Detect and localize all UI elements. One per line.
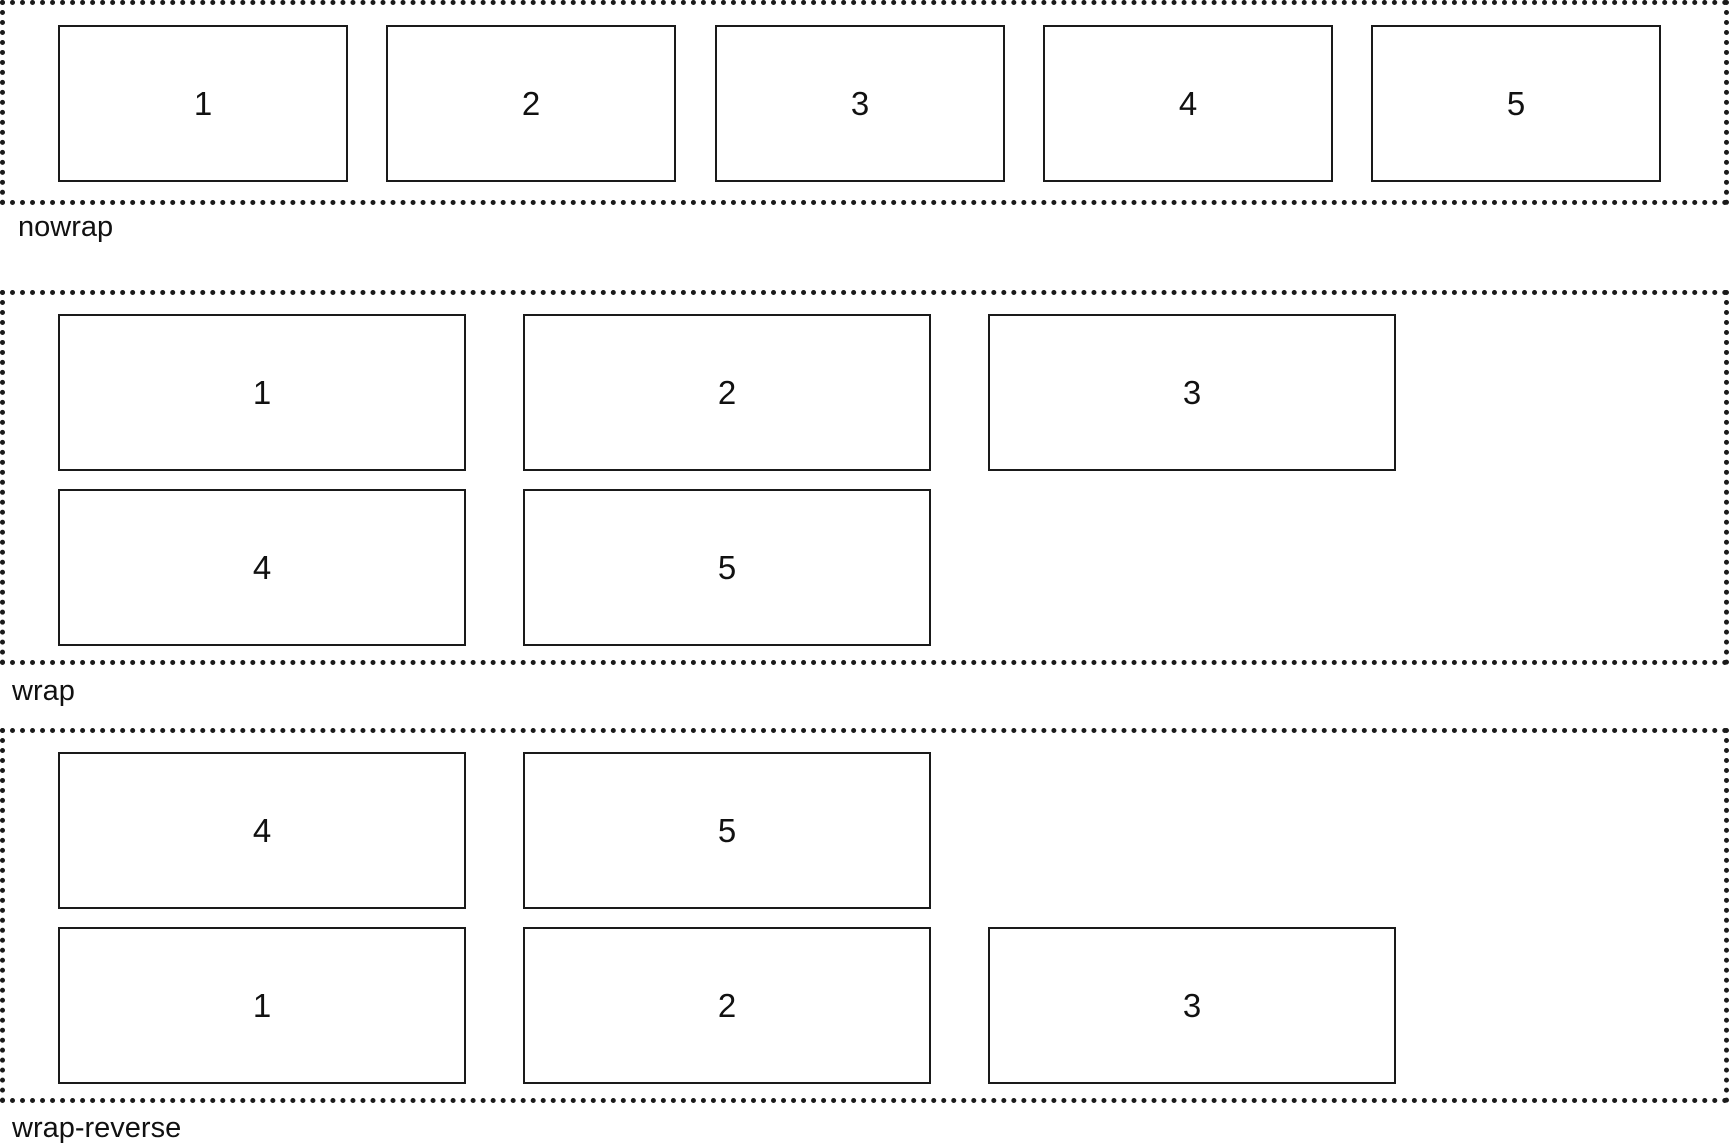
wrap-container bbox=[0, 290, 1729, 665]
wrap-reverse-container bbox=[0, 728, 1729, 1103]
wrap-reverse-item-1: 1 bbox=[58, 927, 466, 1084]
nowrap-item-4: 4 bbox=[1043, 25, 1333, 182]
nowrap-container bbox=[0, 0, 1729, 205]
wrap-item-3: 3 bbox=[988, 314, 1396, 471]
nowrap-item-2: 2 bbox=[386, 25, 676, 182]
wrap-reverse-item-2: 2 bbox=[523, 927, 931, 1084]
wrap-reverse-item-4: 4 bbox=[58, 752, 466, 909]
wrap-reverse-label: wrap-reverse bbox=[12, 1112, 182, 1144]
wrap-label: wrap bbox=[12, 675, 75, 707]
wrap-item-4: 4 bbox=[58, 489, 466, 646]
wrap-item-2: 2 bbox=[523, 314, 931, 471]
nowrap-item-1: 1 bbox=[58, 25, 348, 182]
wrap-item-1: 1 bbox=[58, 314, 466, 471]
wrap-item-5: 5 bbox=[523, 489, 931, 646]
wrap-reverse-item-5: 5 bbox=[523, 752, 931, 909]
nowrap-label: nowrap bbox=[18, 211, 114, 243]
nowrap-item-3: 3 bbox=[715, 25, 1005, 182]
wrap-reverse-item-3: 3 bbox=[988, 927, 1396, 1084]
nowrap-item-5: 5 bbox=[1371, 25, 1661, 182]
